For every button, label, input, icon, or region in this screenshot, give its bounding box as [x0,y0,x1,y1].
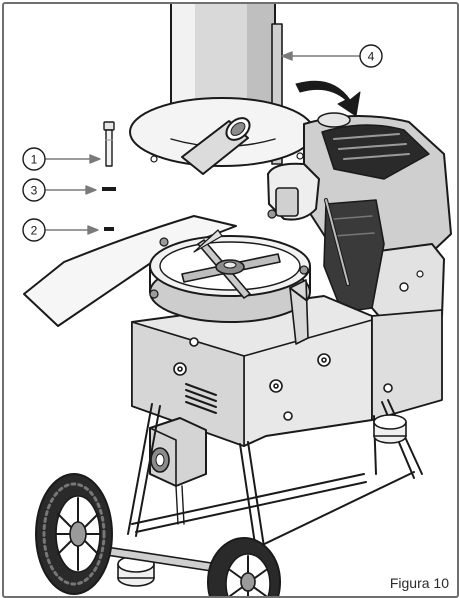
callout-4: 4 [359,44,383,68]
nut-icon [104,227,114,231]
rotor-bowl [149,209,311,345]
screw-icon [103,121,115,167]
callout-3-label: 3 [31,184,38,198]
feed-pipe [181,117,251,175]
curved-arrow-icon [295,80,361,117]
callout-leaders [45,51,361,235]
figure-caption: Figura 10 [389,575,449,591]
engine [267,112,452,325]
stand-feet [117,414,407,587]
housing [131,295,443,447]
callout-2-label: 2 [31,224,38,238]
washer-icon [102,187,116,191]
technical-drawing: 1 3 2 4 [22,4,452,596]
callout-1-label: 1 [31,153,38,167]
callout-1: 1 [22,147,46,171]
left-wheel [35,473,113,595]
callout-3: 3 [22,178,46,202]
callout-4-label: 4 [368,50,375,64]
callout-2: 2 [22,218,46,242]
right-wheel [207,537,281,596]
gearbox [149,417,207,525]
